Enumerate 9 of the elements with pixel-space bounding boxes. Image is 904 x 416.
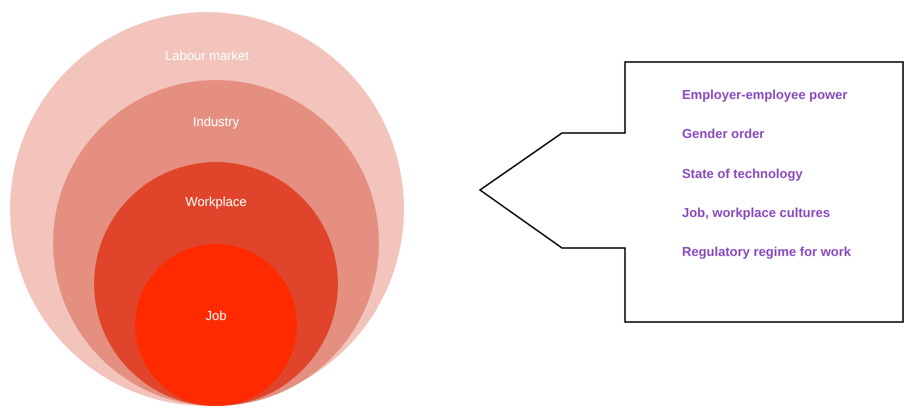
factor-label: Employer-employee power <box>682 87 848 102</box>
factor-label: Regulatory regime for work <box>682 244 852 259</box>
circle-label: Job <box>206 308 226 323</box>
circle-label: Workplace <box>185 194 247 209</box>
factor-label: Gender order <box>682 126 764 141</box>
circle-label: Industry <box>192 114 240 129</box>
circle-label: Labour market <box>165 48 249 63</box>
factor-label: State of technology <box>682 166 803 181</box>
factor-label: Job, workplace cultures <box>682 205 830 220</box>
